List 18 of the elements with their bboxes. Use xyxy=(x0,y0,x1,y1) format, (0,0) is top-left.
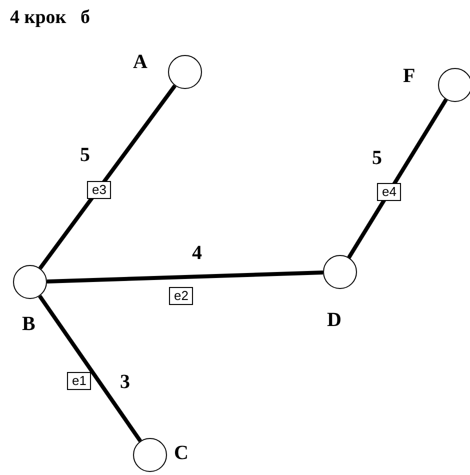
weight-label: 5 xyxy=(372,148,382,168)
weight-label: 3 xyxy=(120,372,130,392)
weight-label: 4 xyxy=(192,243,202,263)
edge-label: e1 xyxy=(67,372,92,390)
vertex-label: B xyxy=(22,314,36,334)
edge-line xyxy=(38,84,177,270)
edge-line xyxy=(46,270,324,284)
edge-line xyxy=(347,98,448,259)
weight-label: 5 xyxy=(80,145,90,165)
vertex-label: A xyxy=(133,52,148,72)
edge-label: e4 xyxy=(377,183,402,201)
vertex-label: C xyxy=(174,443,188,463)
edge-label: e3 xyxy=(87,181,112,199)
vertex-label: D xyxy=(327,310,342,330)
title: 4 крок б xyxy=(10,6,90,30)
edge-line xyxy=(38,294,142,442)
edge-label: e2 xyxy=(169,287,194,305)
vertex-label: F xyxy=(403,66,416,86)
